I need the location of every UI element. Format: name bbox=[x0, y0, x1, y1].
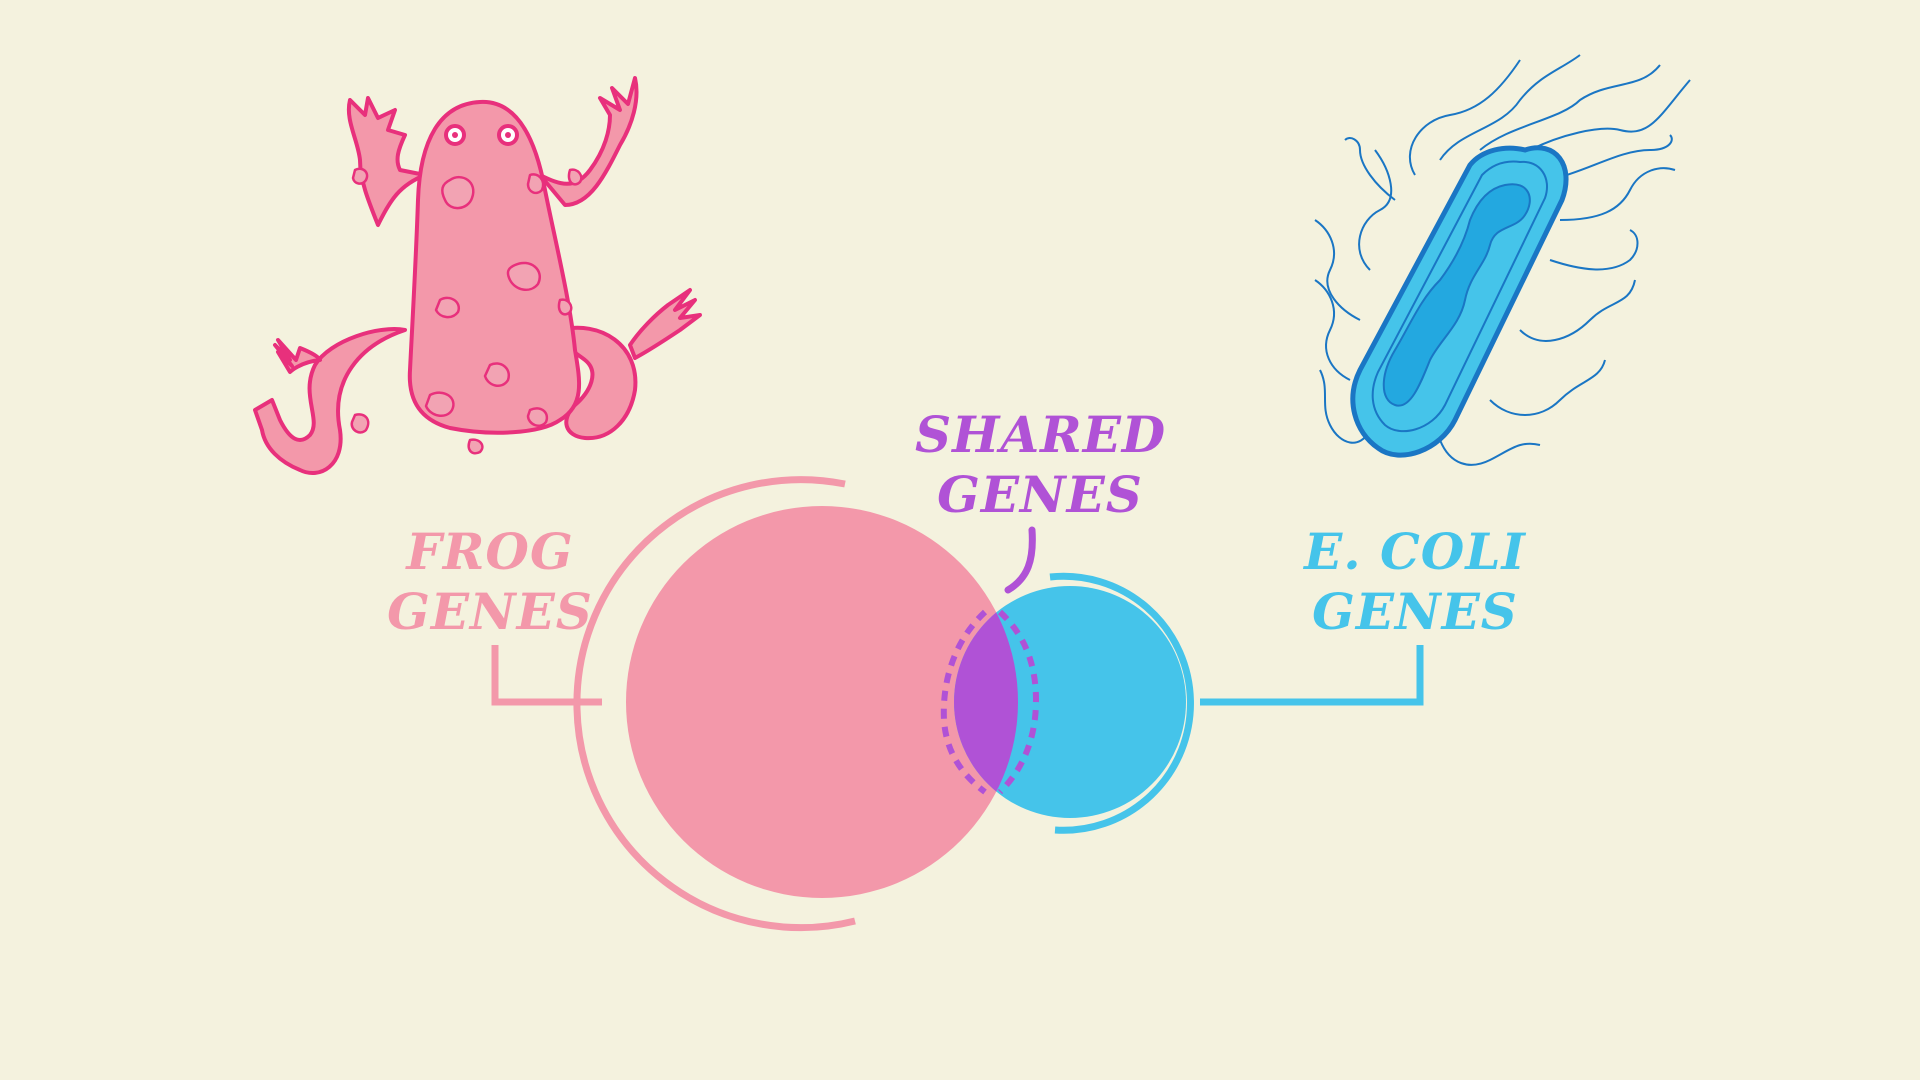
ecoli-genes-circle bbox=[954, 586, 1186, 818]
frog-right-arm bbox=[538, 76, 639, 207]
frog-right-foot bbox=[628, 288, 702, 360]
ecoli-genes-label: E. COLI GENES bbox=[1300, 522, 1530, 642]
e-coli-bacterium-icon bbox=[1314, 54, 1691, 466]
shared-genes-label-line2: GENES bbox=[937, 465, 1143, 524]
frog-icon bbox=[253, 76, 702, 476]
ecoli-genes-label-line2: GENES bbox=[1312, 582, 1518, 641]
bacterium-nucleoid bbox=[1382, 183, 1531, 407]
frog-connector-line bbox=[491, 645, 602, 706]
shared-connector-line bbox=[1004, 526, 1036, 594]
shared-genes-label-line1: SHARED bbox=[915, 405, 1167, 464]
frog-spots bbox=[350, 167, 583, 455]
shared-genes-label: SHARED GENES bbox=[915, 405, 1165, 525]
frog-genes-label-line2: GENES bbox=[387, 582, 593, 641]
venn-diagram bbox=[491, 476, 1424, 932]
frog-left-hind-leg bbox=[253, 327, 407, 476]
frog-right-hind-leg bbox=[558, 325, 638, 441]
frog-genes-label: FROG GENES bbox=[385, 522, 595, 642]
frog-outer-arc bbox=[573, 476, 856, 932]
frog-left-arm bbox=[346, 96, 427, 227]
frog-genes-circle bbox=[626, 506, 1018, 898]
ecoli-genes-label-line1: E. COLI bbox=[1304, 522, 1526, 581]
ecoli-connector-line bbox=[1200, 645, 1424, 706]
shared-genes-dashed-outline-right bbox=[997, 609, 1040, 795]
bacterium-membrane bbox=[1371, 160, 1548, 433]
frog-genes-label-line1: FROG bbox=[406, 522, 574, 581]
ecoli-outer-arc bbox=[1049, 572, 1194, 834]
bacterium-flagella bbox=[1314, 54, 1691, 466]
frog-left-foot bbox=[273, 338, 322, 374]
